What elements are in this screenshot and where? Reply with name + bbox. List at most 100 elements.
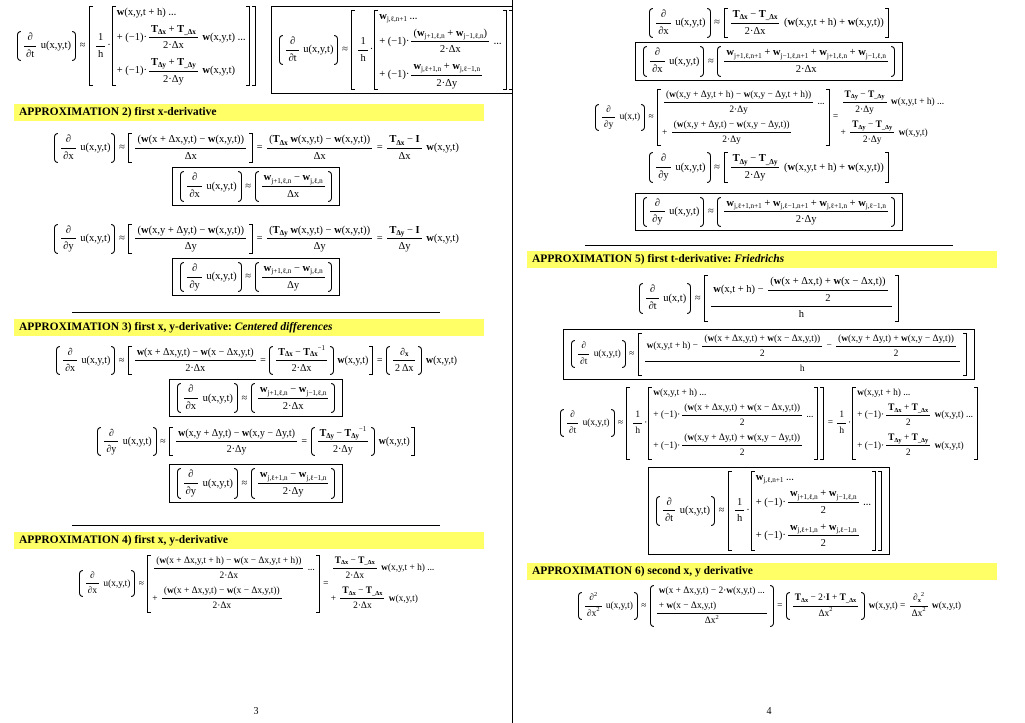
math-mt: w <box>263 172 272 184</box>
math-mt: (x − Δx,y,t)) <box>233 586 280 597</box>
math-mrow: ∂∂t u(x,y,t) <box>570 340 627 368</box>
separator-line <box>584 245 954 246</box>
math-mrow: ∂∂y u(x,y,t) <box>648 152 711 183</box>
math-mt: (x,y,t + h) ... <box>660 387 707 398</box>
math-mfbar <box>411 41 490 43</box>
math-fence <box>962 332 967 376</box>
math-mfbar <box>682 445 802 447</box>
math-mt: w <box>302 172 311 184</box>
math-mrow: ∂y <box>189 279 199 293</box>
math-msub: Δy <box>157 61 166 70</box>
math-mt: + <box>444 27 456 39</box>
math-mt: u(x,y,t) <box>77 142 111 154</box>
math-mfbar <box>787 535 859 537</box>
equation-dx-forward: ∂∂x u(x,y,t) ≈ (w(x + Δx,y,t) − w(x,y,t)… <box>0 133 512 164</box>
math-mt: T <box>177 56 185 68</box>
math-msub: j,ℓ,n+1 <box>386 15 407 24</box>
math-mden: 2·Δy <box>861 134 884 146</box>
math-mnum: w(x,y + Δy,t) − w(x,y − Δy,t) <box>176 427 297 440</box>
math-mfbar <box>104 441 119 443</box>
math-mt: 2·Δy <box>855 104 874 115</box>
math-fence <box>269 346 274 376</box>
math-mrow: w(x,y,t + h) − (w(x + Δx,y,t) + w(x − Δx… <box>637 332 968 376</box>
math-mrow: (w(x,y + Δy,t + h) − w(x,y − Δy,t + h))2… <box>662 89 824 147</box>
math-mfbar <box>187 186 202 188</box>
math-mt: ) <box>483 27 488 39</box>
math-mrow: + (w(x + Δx,y,t) − w(x − Δx,y,t))2·Δx <box>152 585 283 612</box>
math-mnum: 1 <box>358 35 367 49</box>
math-mrow: w(x,y,t + h) ... <box>653 387 706 399</box>
math-mt: u(x,y,t) <box>200 477 233 489</box>
page-number: 3 <box>253 706 259 717</box>
math-mt: u(x,y,t) <box>672 17 706 29</box>
math-mt: − <box>287 384 299 396</box>
math-mrow: ∂∂y u(x,y,t) ≈ w(x,y + Δy,t) − w(x,y − Δ… <box>96 426 415 457</box>
math-mt: = <box>774 600 785 611</box>
math-mt: · <box>746 504 750 516</box>
math-fence <box>508 10 512 91</box>
math-mfrac: ∂∂x <box>183 383 198 413</box>
math-fence <box>643 46 648 77</box>
math-fence <box>254 171 259 202</box>
math-mfbar <box>650 211 665 213</box>
math-mrow: 1 <box>98 31 103 45</box>
math-mt: = <box>253 142 266 154</box>
math-mrow: 2·Δx <box>283 400 304 414</box>
math-mden: ∂t <box>567 425 578 437</box>
math-mt: (x,y,t + h) ... <box>897 97 945 108</box>
math-mrow: Δy <box>398 240 410 254</box>
math-mt: ∂ <box>654 47 660 59</box>
math-mrow: 2·Δy <box>163 73 184 87</box>
math-fence <box>700 196 705 227</box>
math-mfrac: ∂∂y <box>61 224 76 254</box>
math-mrow: ∂ <box>27 31 32 45</box>
math-mt: + (−1)· <box>653 410 681 421</box>
math-mt: ≈ <box>339 44 351 56</box>
section-header-approximation-2: APPROXIMATION 2) first x-derivative <box>14 104 484 122</box>
math-mt: w <box>772 47 781 59</box>
math-mt: (x,y + Δy,t) − <box>185 428 242 440</box>
math-mrow: ∂∂t u(x,t) <box>644 283 686 313</box>
math-mt: ≈ <box>638 600 649 611</box>
math-mrow: ∂∂t u(x,y,t) <box>576 340 621 367</box>
math-mrow: (w(x + Δx,y,t + h) − w(x − Δx,y,t + h))2… <box>152 555 314 613</box>
math-mt: T <box>177 23 185 35</box>
math-mfbar <box>664 101 814 103</box>
math-mfrac: ∂∂t <box>24 31 37 61</box>
section-title: APPROXIMATION 2) first x-derivative <box>19 106 217 119</box>
math-fence <box>131 569 136 598</box>
math-mfbar <box>662 510 676 512</box>
math-mrow: w(x,t + h) − (w(x + Δx,t) + w(x − Δx,t))… <box>713 275 889 305</box>
math-mden: 2 <box>823 292 832 306</box>
math-mrow: (w(x,y + Δy,t) + w(x,y − Δy,t)) <box>838 333 954 345</box>
math-mt: − <box>287 469 299 481</box>
math-mfbar <box>730 167 780 169</box>
math-mden: 2·Δx <box>211 600 234 612</box>
section-header-approximation-4: APPROXIMATION 4) first x, y-derivative <box>14 531 484 549</box>
math-mt: (x,y,t)) <box>341 224 371 236</box>
math-fence <box>54 223 59 254</box>
math-mt: 2·Δx <box>185 363 206 375</box>
math-mt: ≈ <box>116 233 128 245</box>
math-fence <box>825 88 830 147</box>
math-mrow: ∂∂t u(x,y,t) <box>655 495 716 526</box>
math-mrow: w(x,y,t + h) − (w(x + Δx,y,t) + w(x − Δx… <box>643 333 962 376</box>
math-mbox: ∂∂t u(x,y,t) ≈ w(x,y,t + h) − (w(x + Δx,… <box>563 328 975 380</box>
math-mt: w <box>819 197 827 209</box>
math-mden: ∂x <box>61 150 75 164</box>
math-mt: ... <box>406 11 418 22</box>
